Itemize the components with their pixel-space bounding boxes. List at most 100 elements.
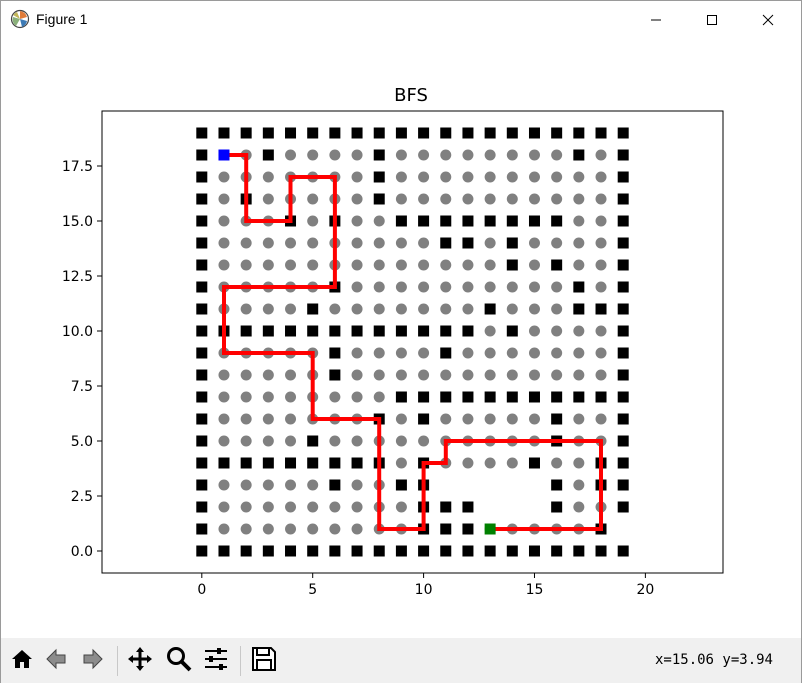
- visited-marker: [595, 281, 607, 293]
- visited-marker: [440, 193, 452, 205]
- visited-marker: [484, 325, 496, 337]
- visited-marker: [218, 369, 230, 381]
- visited-marker: [551, 347, 563, 359]
- wall-marker: [551, 259, 563, 271]
- visited-marker: [262, 369, 274, 381]
- visited-marker: [351, 149, 363, 161]
- wall-marker: [617, 435, 629, 447]
- wall-marker: [506, 259, 518, 271]
- wall-marker: [617, 545, 629, 557]
- visited-marker: [285, 523, 297, 535]
- pan-button[interactable]: [125, 646, 155, 676]
- wall-marker: [617, 149, 629, 161]
- wall-marker: [351, 325, 363, 337]
- save-button[interactable]: [249, 646, 279, 676]
- visited-marker: [573, 237, 585, 249]
- configure-subplots-button[interactable]: [201, 646, 231, 676]
- wall-marker: [307, 435, 319, 447]
- zoom-button[interactable]: [164, 646, 194, 676]
- visited-marker: [240, 303, 252, 315]
- wall-marker: [440, 325, 452, 337]
- visited-marker: [484, 259, 496, 271]
- visited-marker: [551, 193, 563, 205]
- y-tick-label: 2.5: [71, 489, 93, 505]
- visited-marker: [351, 215, 363, 227]
- visited-marker: [462, 193, 474, 205]
- wall-marker: [551, 127, 563, 139]
- visited-marker: [551, 369, 563, 381]
- wall-marker: [462, 523, 474, 535]
- wall-marker: [551, 479, 563, 491]
- visited-marker: [484, 347, 496, 359]
- visited-marker: [395, 193, 407, 205]
- visited-marker: [462, 413, 474, 425]
- cursor-coordinates: x=15.06 y=3.94: [654, 652, 773, 668]
- visited-marker: [506, 193, 518, 205]
- visited-marker: [218, 193, 230, 205]
- wall-marker: [196, 435, 208, 447]
- wall-marker: [307, 303, 319, 315]
- visited-marker: [351, 171, 363, 183]
- wall-marker: [351, 545, 363, 557]
- wall-marker: [462, 545, 474, 557]
- visited-marker: [573, 479, 585, 491]
- visited-marker: [351, 501, 363, 513]
- wall-marker: [329, 545, 341, 557]
- matplotlib-logo-icon: [10, 9, 30, 29]
- visited-marker: [418, 237, 430, 249]
- wall-marker: [462, 325, 474, 337]
- visited-marker: [440, 171, 452, 183]
- wall-marker: [528, 457, 540, 469]
- wall-marker: [617, 479, 629, 491]
- wall-marker: [395, 391, 407, 403]
- wall-marker: [196, 413, 208, 425]
- move-icon: [126, 645, 154, 677]
- wall-marker: [262, 127, 274, 139]
- forward-button[interactable]: [78, 646, 108, 676]
- wall-marker: [617, 391, 629, 403]
- wall-marker: [418, 391, 430, 403]
- wall-marker: [196, 479, 208, 491]
- wall-marker: [462, 215, 474, 227]
- visited-marker: [573, 193, 585, 205]
- visited-marker: [528, 303, 540, 315]
- visited-marker: [595, 193, 607, 205]
- y-tick-label: 0.0: [71, 544, 93, 560]
- wall-marker: [329, 369, 341, 381]
- wall-marker: [218, 457, 230, 469]
- wall-marker: [573, 303, 585, 315]
- visited-marker: [462, 347, 474, 359]
- visited-marker: [595, 149, 607, 161]
- wall-marker: [196, 215, 208, 227]
- visited-marker: [595, 215, 607, 227]
- close-button[interactable]: [745, 1, 791, 39]
- title-bar[interactable]: Figure 1: [1, 1, 801, 39]
- visited-marker: [462, 369, 474, 381]
- visited-marker: [440, 149, 452, 161]
- wall-marker: [218, 127, 230, 139]
- maximize-button[interactable]: [689, 1, 735, 39]
- wall-marker: [484, 391, 496, 403]
- wall-marker: [617, 259, 629, 271]
- visited-marker: [595, 413, 607, 425]
- toolbar-separator: [240, 646, 241, 676]
- visited-marker: [240, 369, 252, 381]
- wall-marker: [440, 523, 452, 535]
- visited-marker: [395, 435, 407, 447]
- wall-marker: [418, 413, 430, 425]
- visited-marker: [440, 369, 452, 381]
- visited-marker: [307, 501, 319, 513]
- home-button[interactable]: [7, 646, 37, 676]
- x-tick-label: 20: [636, 582, 654, 598]
- wall-marker: [484, 303, 496, 315]
- visited-marker: [373, 259, 385, 271]
- visited-marker: [262, 523, 274, 535]
- visited-marker: [395, 369, 407, 381]
- visited-marker: [573, 457, 585, 469]
- back-button[interactable]: [41, 646, 71, 676]
- visited-marker: [595, 259, 607, 271]
- visited-marker: [506, 369, 518, 381]
- window-title: Figure 1: [36, 11, 88, 27]
- minimize-button[interactable]: [633, 1, 679, 39]
